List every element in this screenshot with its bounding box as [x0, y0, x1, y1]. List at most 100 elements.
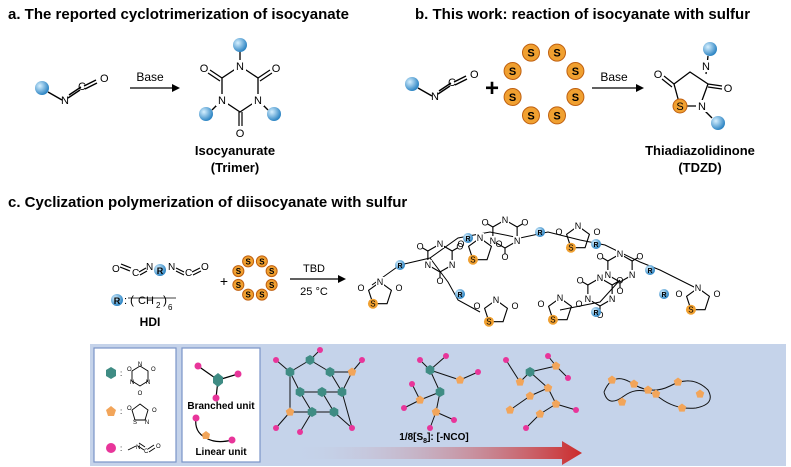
- nitrogen-label: N: [449, 260, 456, 270]
- tdzd-node: [607, 375, 617, 384]
- oxygen-label: O: [457, 239, 464, 249]
- diisocyanate-hdi: O C N R N C O: [112, 262, 209, 279]
- sulfur-label: S: [688, 306, 693, 315]
- nco-end-node: [475, 369, 481, 375]
- reaction-arrow-b: Base: [592, 70, 644, 92]
- sulfur-atom: [503, 61, 522, 80]
- tdzd-node: [535, 409, 545, 418]
- nco-end-node: [503, 357, 509, 363]
- sulfur-atom: [265, 265, 278, 278]
- sulfur-atom: [242, 255, 255, 268]
- nitrogen-label: N: [437, 239, 444, 249]
- oxygen-label: O: [555, 227, 562, 237]
- tdzd-node: [455, 375, 465, 384]
- nco-end-node: [427, 425, 433, 431]
- isocyanate-b: N C O: [405, 69, 479, 103]
- isocyanurate-node: [325, 367, 335, 377]
- r-group-ball: [154, 264, 166, 276]
- isocyanurate-node: [337, 387, 347, 397]
- sulfur-atom-label: S: [236, 281, 242, 290]
- tdzd-node: [673, 377, 683, 386]
- sulfur-label: S: [370, 300, 375, 309]
- sulfur-atom: [548, 43, 567, 62]
- svg-text:R: R: [114, 296, 121, 306]
- nitrogen-label: N: [695, 283, 702, 293]
- tdzd-node: [551, 361, 561, 370]
- svg-text:O: O: [236, 128, 245, 140]
- sulfur-atom-label: S: [236, 267, 242, 276]
- r-group-ball: [591, 307, 601, 317]
- svg-text:N: N: [254, 95, 262, 107]
- tdzd-node: [643, 385, 653, 394]
- svg-text:N: N: [130, 380, 134, 386]
- substituent-ball: [405, 77, 419, 91]
- isocyanate-a: N C O: [35, 73, 109, 107]
- nco-end-node: [273, 425, 279, 431]
- tdzd-node: [629, 379, 639, 388]
- svg-text:R: R: [593, 242, 598, 249]
- legend-isocyanurate: : N N N O O O: [106, 362, 156, 397]
- nco-end-node: [545, 353, 551, 359]
- substituent-ball: [703, 42, 717, 56]
- tdzd-node: [543, 383, 553, 392]
- legend-tdzd: : S N O O: [106, 403, 157, 426]
- isocyanurate-node: [317, 387, 327, 397]
- isocyanurate-label: Isocyanurate: [194, 143, 276, 158]
- sulfur-atom: [232, 278, 245, 291]
- oxygen-label: O: [616, 286, 623, 296]
- oxygen-label: O: [636, 252, 643, 262]
- sulfur-atom: [503, 88, 522, 107]
- nitrogen-label: N: [629, 270, 636, 280]
- nco-end-node: [359, 357, 365, 363]
- tdzd-ring: [467, 237, 493, 261]
- svg-text:S: S: [133, 420, 137, 426]
- nitrogen-label: N: [585, 294, 592, 304]
- sulfur-label: S: [568, 244, 573, 253]
- polymer-structure: OOONNNOOONNNOOONNNOOONNNSNOOSNOOSNOOSNOO…: [357, 215, 721, 327]
- svg-text:S: S: [676, 101, 683, 113]
- nitrogen-label: N: [617, 249, 624, 259]
- nitrogen-label: N: [377, 277, 384, 287]
- tdzd-node: [695, 389, 705, 398]
- svg-text::: :: [124, 295, 127, 307]
- svg-text:Base: Base: [136, 70, 164, 84]
- isocyanurate-node: [305, 355, 315, 365]
- sulfur-atom-label: S: [509, 66, 516, 78]
- sulfur-atom-label: S: [245, 291, 251, 300]
- nitrogen-label: N: [605, 270, 612, 280]
- tdzd-label: (TDZD): [678, 160, 722, 175]
- svg-text:N: N: [698, 101, 706, 113]
- sulfur-atom-label: S: [259, 257, 265, 266]
- svg-text:CH: CH: [138, 295, 154, 307]
- nitrogen-label: N: [493, 295, 500, 305]
- isocyanurate-node: [285, 367, 295, 377]
- thiadiazolidinone-label: Thiadiazolidinone: [645, 143, 755, 158]
- svg-text:25 °C: 25 °C: [300, 286, 328, 298]
- plus-sign-c: +: [220, 273, 228, 289]
- sulfur-atom-label: S: [527, 110, 534, 122]
- svg-text:O: O: [151, 367, 156, 373]
- svg-text:C: C: [448, 77, 456, 89]
- oxygen-label: O: [396, 283, 403, 293]
- svg-text:O: O: [152, 408, 157, 414]
- nitrogen-label: N: [477, 233, 484, 243]
- panel-b-title: b. This work: reaction of isocyanate wit…: [415, 6, 751, 23]
- svg-text:O: O: [138, 391, 143, 397]
- sulfur-atom: [255, 288, 268, 301]
- isocyanurate-structure: N N N O O O: [199, 38, 281, 140]
- sulfur-atom: [242, 288, 255, 301]
- tdzd-ring: [483, 299, 509, 323]
- oxygen-label: O: [482, 218, 489, 228]
- nco-end-node: [317, 347, 323, 353]
- svg-text:N: N: [168, 262, 175, 273]
- network-evolution: [273, 347, 711, 435]
- r-group-ball: [591, 239, 601, 249]
- svg-text:2: 2: [156, 301, 161, 310]
- sulfur-atom: [566, 61, 585, 80]
- svg-text:C: C: [144, 449, 149, 455]
- sulfur-atom: [521, 106, 540, 125]
- sulfur-atom-label: S: [269, 267, 275, 276]
- oxygen-label: O: [576, 299, 583, 309]
